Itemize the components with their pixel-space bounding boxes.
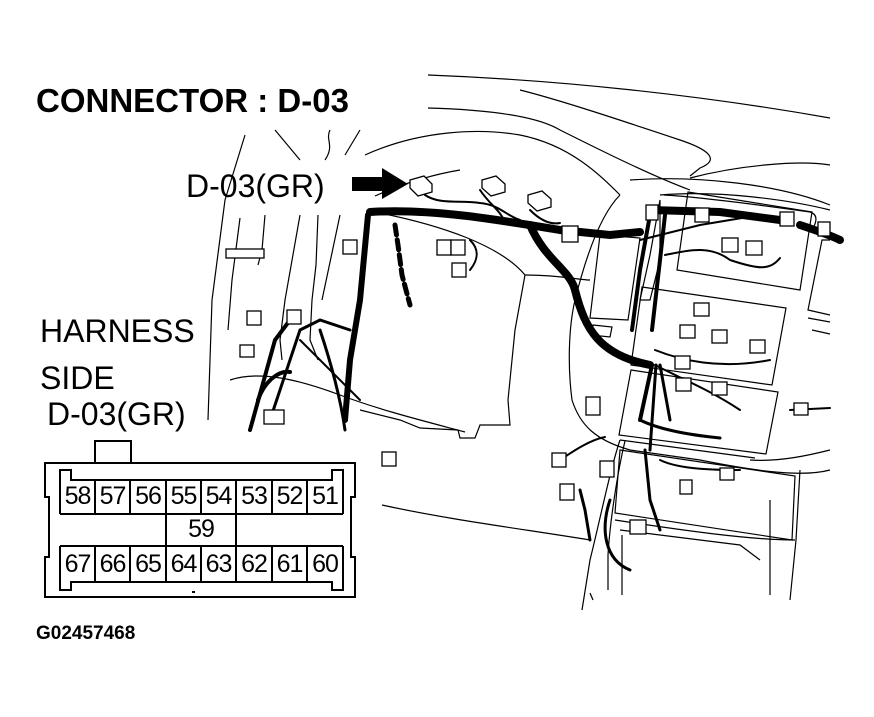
pin-59: 59 (188, 515, 215, 543)
pin-53: 53 (241, 482, 268, 510)
pin-65: 65 (135, 550, 162, 578)
pin-61: 61 (276, 550, 304, 578)
harness-side-label-line2: SIDE (40, 360, 115, 396)
pin-62: 62 (241, 550, 268, 578)
pin-63: 63 (205, 550, 233, 578)
pin-54: 54 (205, 482, 233, 510)
pin-57: 57 (99, 482, 127, 510)
pin-56: 56 (135, 482, 162, 510)
pin-51: 51 (312, 482, 339, 510)
pin-52: 52 (276, 482, 304, 510)
pin-55: 55 (170, 482, 198, 510)
diagram-title: CONNECTOR : D-03 (36, 82, 349, 119)
pin-58: 58 (64, 482, 92, 510)
pin-60: 60 (312, 550, 339, 578)
callout-arrow-icon (352, 168, 408, 199)
pin-67: 67 (64, 550, 92, 578)
connector-callout-label: D-03(GR) (186, 168, 325, 204)
figure-id: G02457468 (36, 623, 136, 644)
connector-code-label: D-03(GR) (47, 396, 186, 432)
pin-64: 64 (170, 550, 198, 578)
pin-66: 66 (99, 550, 127, 578)
harness-side-label-line1: HARNESS (40, 313, 195, 349)
